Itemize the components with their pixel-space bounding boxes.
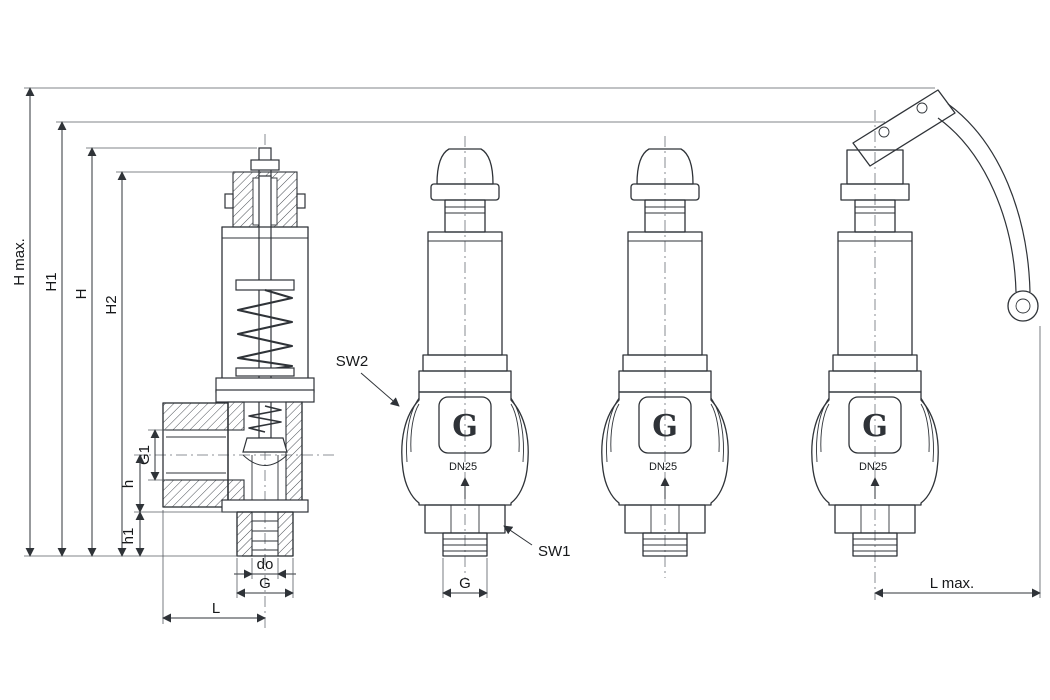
dim-label-do: do (257, 556, 274, 573)
callouts: SW2 SW1 (336, 353, 571, 560)
dim-label-h-max: H max. (11, 238, 28, 286)
dim-label-g-section: G (259, 575, 271, 592)
dim-label-l-section: L (212, 600, 220, 617)
valve-disc (242, 437, 288, 453)
dn-size-label: DN25 (859, 461, 887, 473)
spring-plate-bottom (235, 367, 295, 377)
dim-label-g-front: G (459, 575, 471, 592)
body-flange (215, 389, 315, 403)
lifting-lever (852, 89, 1039, 322)
disc-dome (242, 454, 288, 466)
brand-logo-letter: G (452, 409, 478, 444)
view-front-valve-1: G DN25 (402, 148, 528, 556)
dn-size-label: DN25 (449, 461, 477, 473)
dn-size-label: DN25 (649, 461, 677, 473)
brand-logo-letter: G (862, 409, 888, 444)
dim-label-h1-upper: H1 (43, 272, 60, 291)
lock-nut (250, 159, 280, 171)
callout-sw1: SW1 (538, 543, 571, 560)
dim-label-h1-lower: h1 (120, 528, 137, 545)
dim-label-h-upper: H (73, 289, 90, 300)
dim-label-l-max: L max. (930, 575, 974, 592)
spring-plate-top (235, 279, 295, 291)
dim-label-h-lower: h (120, 480, 137, 488)
callout-sw2: SW2 (336, 353, 369, 370)
dimension-lines: H max. H1 H H2 G1 h h1 do (11, 87, 1041, 624)
view-lever-valve: G DN25 (812, 89, 1039, 556)
dim-label-h2-upper: H2 (103, 295, 120, 314)
brand-logo-letter: G (652, 409, 678, 444)
lever-ring (1007, 290, 1039, 322)
dim-label-g1: G1 (136, 445, 153, 465)
disc-spring (248, 405, 282, 433)
view-section-valve (162, 147, 315, 557)
view-front-valve-2: G DN25 (602, 148, 728, 556)
main-spring (236, 288, 294, 372)
